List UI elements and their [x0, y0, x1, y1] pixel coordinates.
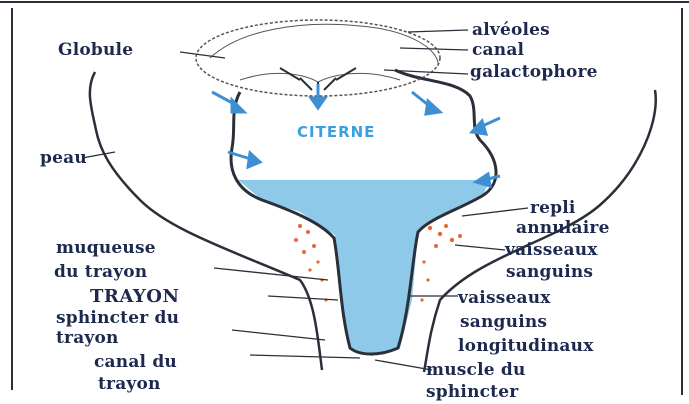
- label-galactophore: galactophore: [470, 64, 598, 81]
- label-lait: LAIT: [338, 160, 379, 175]
- label-repli: repli: [530, 200, 576, 217]
- label-sanguins-1: sanguins: [506, 264, 593, 281]
- label-sanguins-2: sanguins: [460, 314, 547, 331]
- alveoli-lobe-bottom: [240, 73, 400, 82]
- label-longitudinaux: longitudinaux: [458, 338, 594, 355]
- label-trayon-3: trayon: [98, 376, 161, 393]
- label-globule: Globule: [58, 42, 133, 59]
- label-canal-du: canal du: [94, 354, 177, 371]
- label-vaisseaux-1: vaisseaux: [505, 242, 598, 259]
- label-canal: canal: [472, 42, 524, 59]
- alveoli-lobe-top: [210, 24, 438, 66]
- label-annulaire: annulaire: [516, 220, 610, 237]
- label-peau: peau: [40, 150, 87, 167]
- label-vaisseaux-2: vaisseaux: [458, 290, 551, 307]
- label-du-trayon: du trayon: [54, 264, 147, 281]
- label-trayon-title: TRAYON: [90, 288, 179, 306]
- label-muscle-du: muscle du: [426, 362, 526, 379]
- label-alveoles: alvéoles: [472, 22, 550, 39]
- label-citerne: CITERNE: [297, 125, 375, 140]
- label-muqueuse: muqueuse: [56, 240, 156, 257]
- label-sphincter: sphincter: [426, 384, 518, 401]
- label-sphincter-du: sphincter du: [56, 310, 179, 327]
- label-trayon-2: trayon: [56, 330, 119, 347]
